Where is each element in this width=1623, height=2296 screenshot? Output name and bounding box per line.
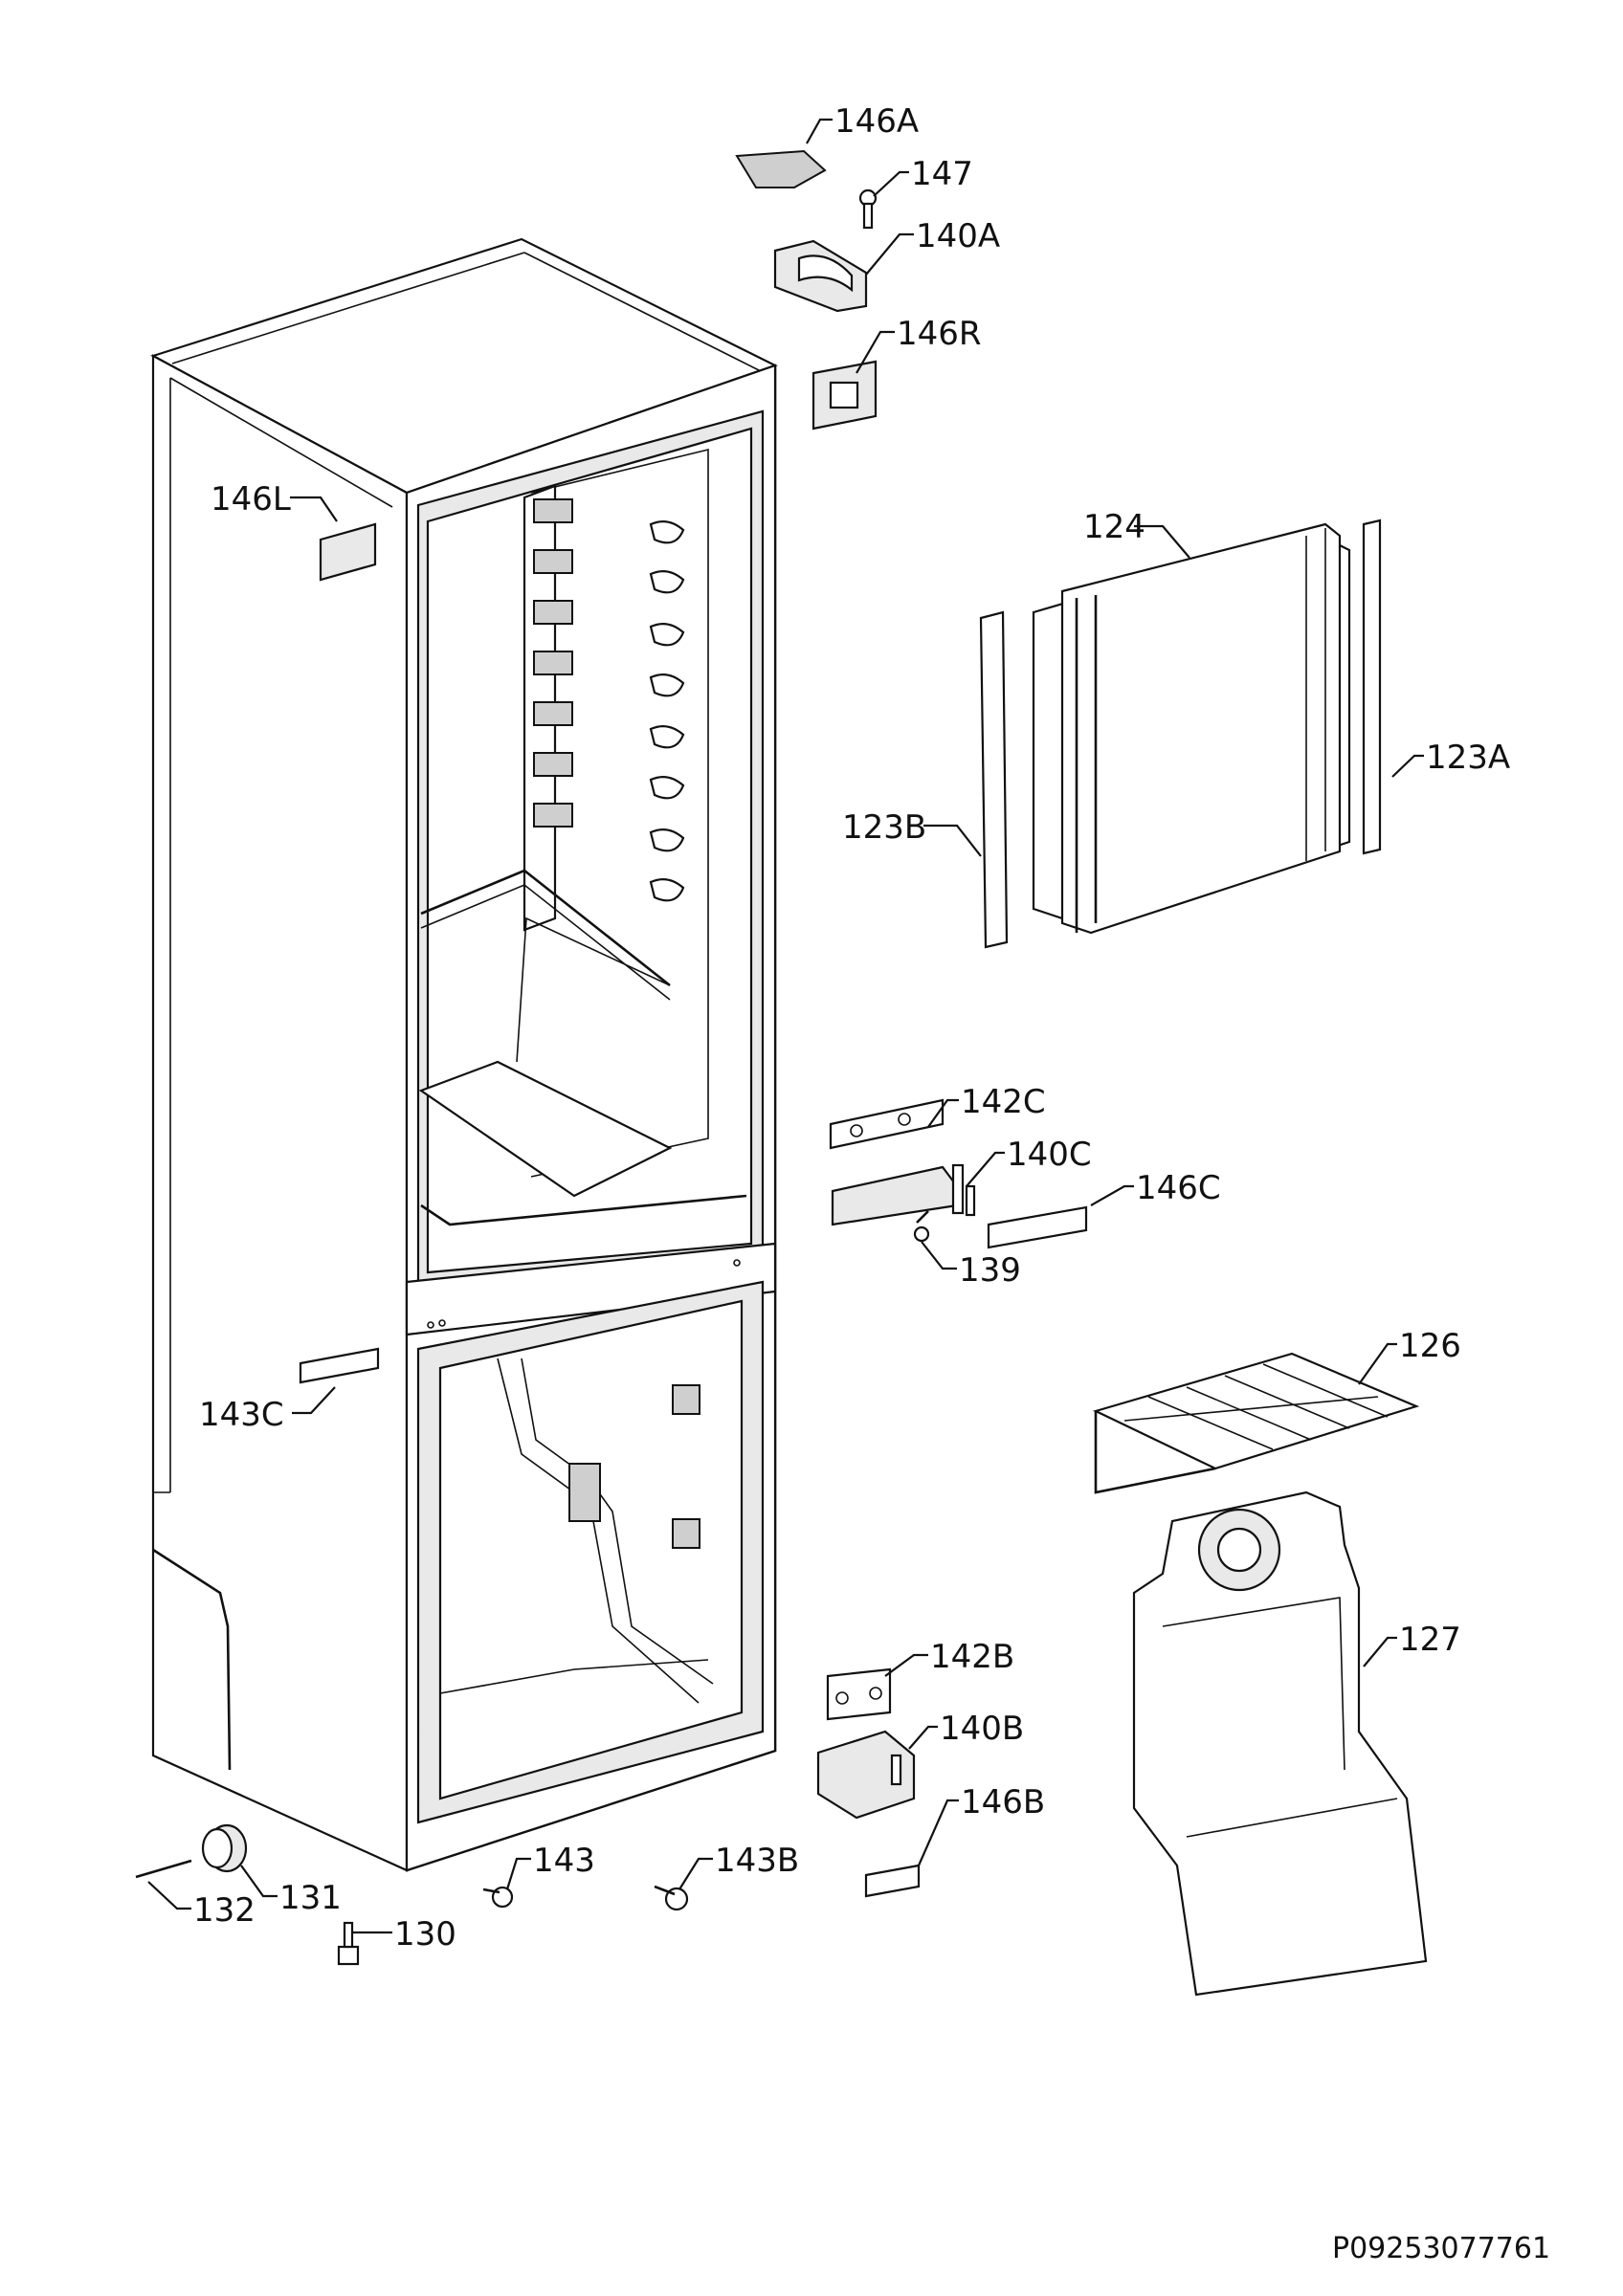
part-140C-hinge xyxy=(831,1163,976,1226)
label-127: 127 xyxy=(1399,1621,1461,1659)
label-142C: 142C xyxy=(961,1083,1046,1121)
label-132: 132 xyxy=(193,1891,256,1930)
part-124-door xyxy=(1032,522,1351,935)
part-labels: 146A 147 140A 146R 146L 124 123A 123B 14… xyxy=(193,102,1550,2265)
leader-lines xyxy=(147,118,1424,1934)
part-146R-cover xyxy=(812,360,878,430)
part-146L-cover xyxy=(319,522,377,582)
label-147: 147 xyxy=(911,155,973,193)
part-139-screw xyxy=(913,1210,930,1243)
label-146L: 146L xyxy=(211,480,291,519)
part-143C-strip xyxy=(299,1347,380,1384)
part-140B-hinge xyxy=(816,1730,916,1820)
part-130-screw xyxy=(337,1921,360,1966)
part-146C-cover xyxy=(987,1205,1088,1249)
part-126-rack xyxy=(1092,1352,1420,1494)
shelf-clips xyxy=(649,519,685,902)
label-146C: 146C xyxy=(1136,1169,1221,1207)
label-123B: 123B xyxy=(842,808,926,847)
label-140A: 140A xyxy=(916,217,1000,255)
part-146B-cover xyxy=(864,1864,921,1898)
label-126: 126 xyxy=(1399,1327,1461,1365)
part-146A-cover xyxy=(735,149,827,188)
label-146R: 146R xyxy=(897,315,982,353)
part-123A-strip xyxy=(1362,519,1382,855)
label-146A: 146A xyxy=(834,102,919,141)
part-132-axle xyxy=(135,1859,192,1879)
part-143B-foot xyxy=(654,1885,689,1911)
part-131-wheel xyxy=(201,1823,248,1873)
label-139: 139 xyxy=(959,1251,1021,1290)
label-142B: 142B xyxy=(930,1638,1014,1676)
label-143: 143 xyxy=(533,1842,595,1880)
part-140A-hinge xyxy=(773,239,868,313)
label-123A: 123A xyxy=(1426,739,1510,777)
label-143C: 143C xyxy=(199,1396,284,1434)
label-124: 124 xyxy=(1083,508,1145,546)
label-146B: 146B xyxy=(961,1783,1045,1821)
part-123B-strip xyxy=(979,610,1009,949)
part-143-plug xyxy=(482,1886,514,1909)
part-127-cover xyxy=(1132,1490,1428,1997)
cabinet xyxy=(150,237,778,1872)
shelf-support-column xyxy=(522,484,573,932)
part-142C-plate xyxy=(829,1098,945,1150)
part-147-screw xyxy=(858,188,878,230)
label-140B: 140B xyxy=(940,1710,1024,1748)
label-130: 130 xyxy=(394,1915,456,1954)
drawing-code: P09253077761 xyxy=(1332,2232,1550,2265)
label-143B: 143B xyxy=(715,1842,799,1880)
label-131: 131 xyxy=(279,1879,342,1917)
part-142B-plate xyxy=(826,1667,892,1721)
label-140C: 140C xyxy=(1007,1136,1092,1174)
